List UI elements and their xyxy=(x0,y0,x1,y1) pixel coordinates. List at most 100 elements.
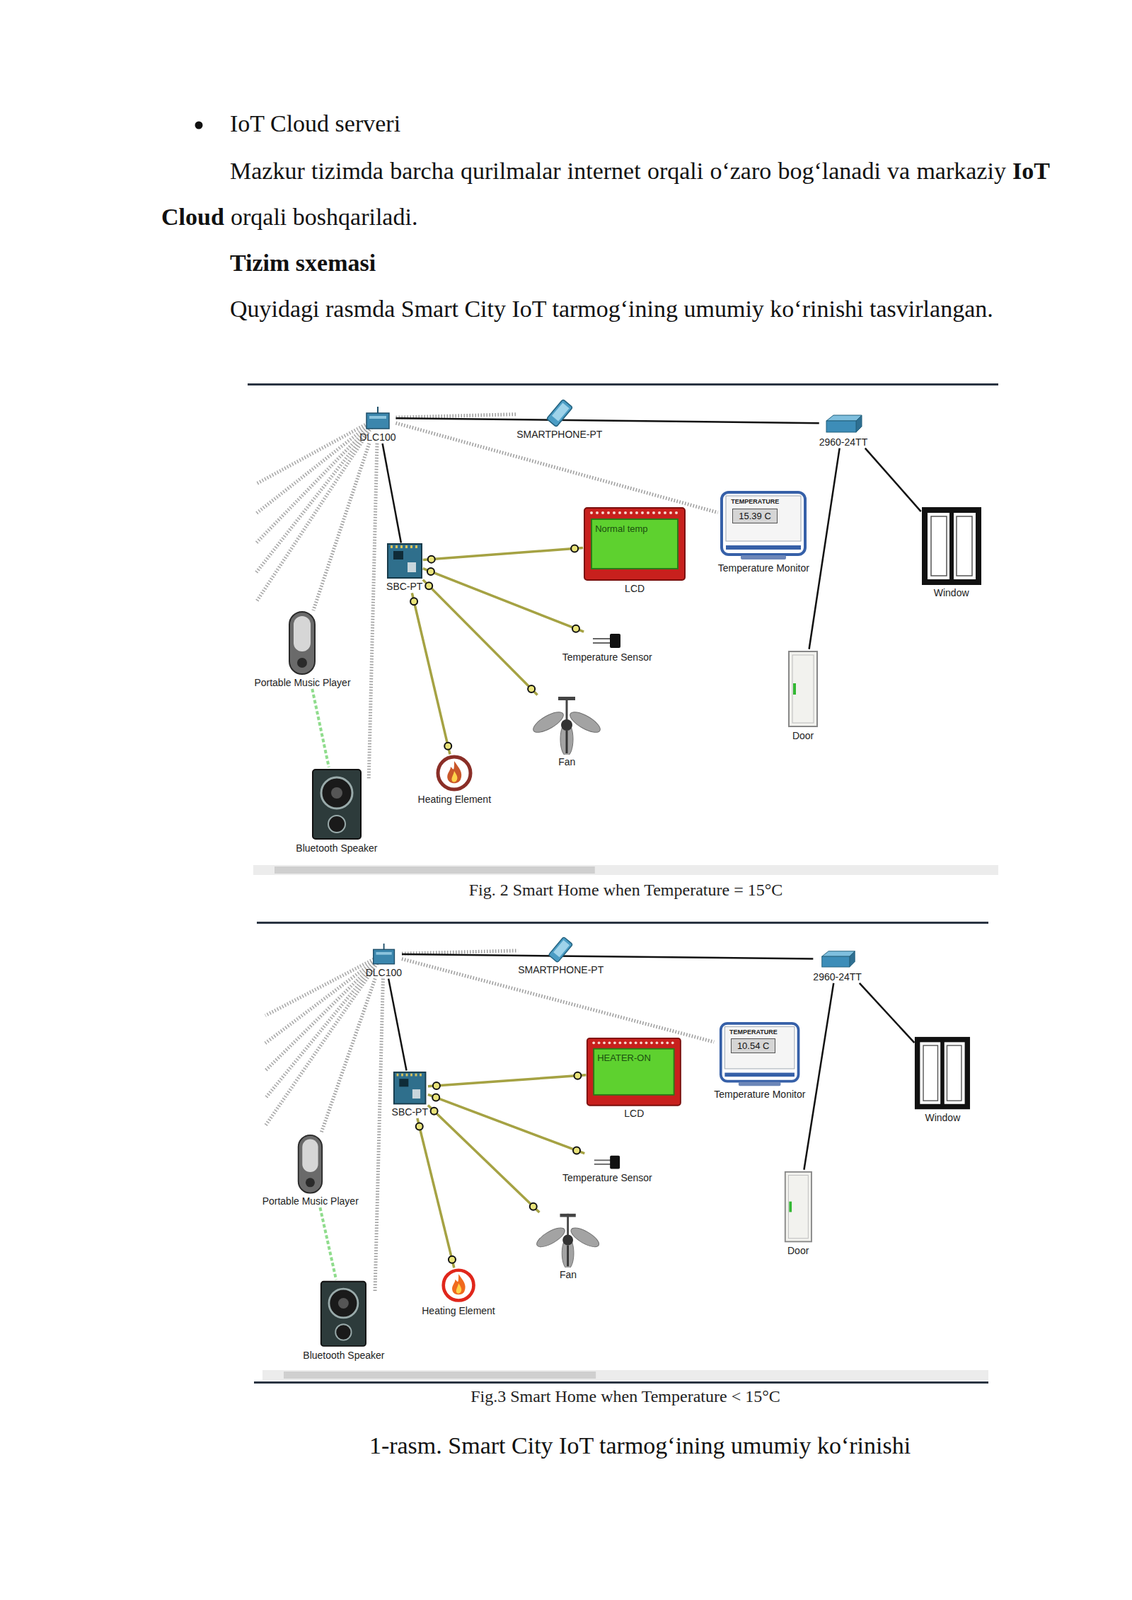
figure-part xyxy=(738,1081,782,1087)
network-switch-drawing xyxy=(823,412,864,436)
figure-part xyxy=(624,511,627,515)
figure-part xyxy=(792,655,814,724)
scrollbar-thumb xyxy=(274,866,596,874)
device-label: Portable Music Player xyxy=(262,1195,359,1208)
screenshot-background xyxy=(247,383,999,879)
single-board-computer: SBC-PT xyxy=(391,1071,429,1119)
port-marker xyxy=(427,568,435,576)
cable-link xyxy=(396,418,820,424)
figure-part xyxy=(624,1041,627,1045)
device-label: Portable Music Player xyxy=(253,677,351,690)
figure-part xyxy=(601,511,605,515)
section-heading: Tizim sxemasi xyxy=(229,239,376,286)
figure-part xyxy=(619,1041,622,1045)
display-heading: TEMPERATURE xyxy=(730,498,779,506)
temperature-sensor-drawing xyxy=(591,631,623,651)
figure-part xyxy=(923,1046,938,1102)
smartphone-drawing xyxy=(545,936,576,963)
port-marker xyxy=(444,742,452,750)
device-label: SBC-PT xyxy=(391,1106,429,1119)
temperature-sensor-icon xyxy=(592,1153,622,1171)
figure-part xyxy=(567,1214,570,1237)
scrollbar-track xyxy=(262,1370,989,1381)
network-switch-drawing xyxy=(819,948,857,970)
network-switch-icon xyxy=(823,412,864,436)
figure-part xyxy=(645,1041,649,1045)
figure-part xyxy=(634,1041,638,1045)
figure-part xyxy=(369,416,387,419)
figure-part xyxy=(293,616,311,652)
smartphone: SMARTPHONE-PT xyxy=(516,399,603,441)
wireless-ray xyxy=(256,418,378,544)
device-label: Window xyxy=(924,1112,961,1125)
window-device-drawing xyxy=(921,506,983,586)
figure-part xyxy=(821,956,849,968)
home-gateway-icon xyxy=(370,943,397,966)
single-board-computer-icon xyxy=(386,542,424,580)
home-gateway-icon xyxy=(363,406,392,431)
single-board-computer-icon xyxy=(392,1071,427,1106)
figure-part xyxy=(613,1041,617,1045)
cable-link xyxy=(859,983,915,1043)
figure-part xyxy=(546,399,573,427)
figure-part xyxy=(328,1289,358,1319)
figure-part xyxy=(289,611,315,675)
cable-link xyxy=(401,954,813,959)
io-wire xyxy=(411,592,450,755)
wireless-link xyxy=(374,979,383,1292)
device-label: SMARTPHONE-PT xyxy=(516,428,603,441)
ceiling-fan-drawing xyxy=(536,1212,600,1268)
door-device-icon xyxy=(786,649,820,729)
heating-element-drawing xyxy=(435,754,474,793)
scrollbar-thumb xyxy=(283,1371,596,1379)
temperature-monitor: TEMPERATURE15.39 CTemperature Monitor xyxy=(718,490,810,575)
figure-part xyxy=(566,730,569,754)
wireless-link xyxy=(368,443,378,780)
smartphone-drawing xyxy=(543,399,576,428)
ceiling-fan: Fan xyxy=(536,1212,600,1282)
figure-part xyxy=(674,511,678,515)
bluetooth-speaker-icon xyxy=(310,767,363,842)
display-heading: TEMPERATURE xyxy=(729,1028,778,1036)
figure-part xyxy=(401,1073,404,1077)
door-device: Door xyxy=(786,649,820,743)
port-marker xyxy=(432,1094,440,1102)
figure-part xyxy=(671,1041,675,1045)
figure-part xyxy=(618,511,622,515)
io-wire xyxy=(417,1118,455,1268)
bluetooth-speaker: Bluetooth Speaker xyxy=(302,1279,385,1362)
device-label: Heating Element xyxy=(421,1305,496,1318)
figure-part xyxy=(305,1177,315,1188)
wireless-link xyxy=(313,443,370,611)
home-gateway-drawing xyxy=(363,406,392,431)
music-player-drawing xyxy=(295,1134,325,1195)
wireless-ray xyxy=(256,418,378,603)
figure-part xyxy=(415,1073,418,1077)
figure-part xyxy=(561,719,573,731)
figure-part xyxy=(947,1046,962,1102)
device-label: DLC100 xyxy=(365,967,402,980)
window-device-icon xyxy=(914,1036,971,1111)
port-marker xyxy=(527,685,535,693)
door-device-icon xyxy=(783,1170,814,1244)
figure-part xyxy=(663,511,667,515)
figure-part xyxy=(940,1040,946,1108)
figure-part xyxy=(720,1023,799,1082)
figure-part xyxy=(592,642,612,644)
figure-part xyxy=(609,1156,620,1170)
figure-part xyxy=(558,696,576,701)
figure-part xyxy=(725,1072,796,1077)
cable-link xyxy=(382,443,402,544)
port-marker xyxy=(573,1147,581,1155)
figure-part xyxy=(553,940,570,958)
device-label: Temperature Sensor xyxy=(562,1172,653,1185)
figure-part xyxy=(546,399,573,427)
figure-part xyxy=(410,545,413,549)
figure-part xyxy=(321,777,353,809)
figure-part xyxy=(725,1026,796,1070)
figure-part xyxy=(297,657,308,668)
figure-part xyxy=(608,1041,612,1045)
